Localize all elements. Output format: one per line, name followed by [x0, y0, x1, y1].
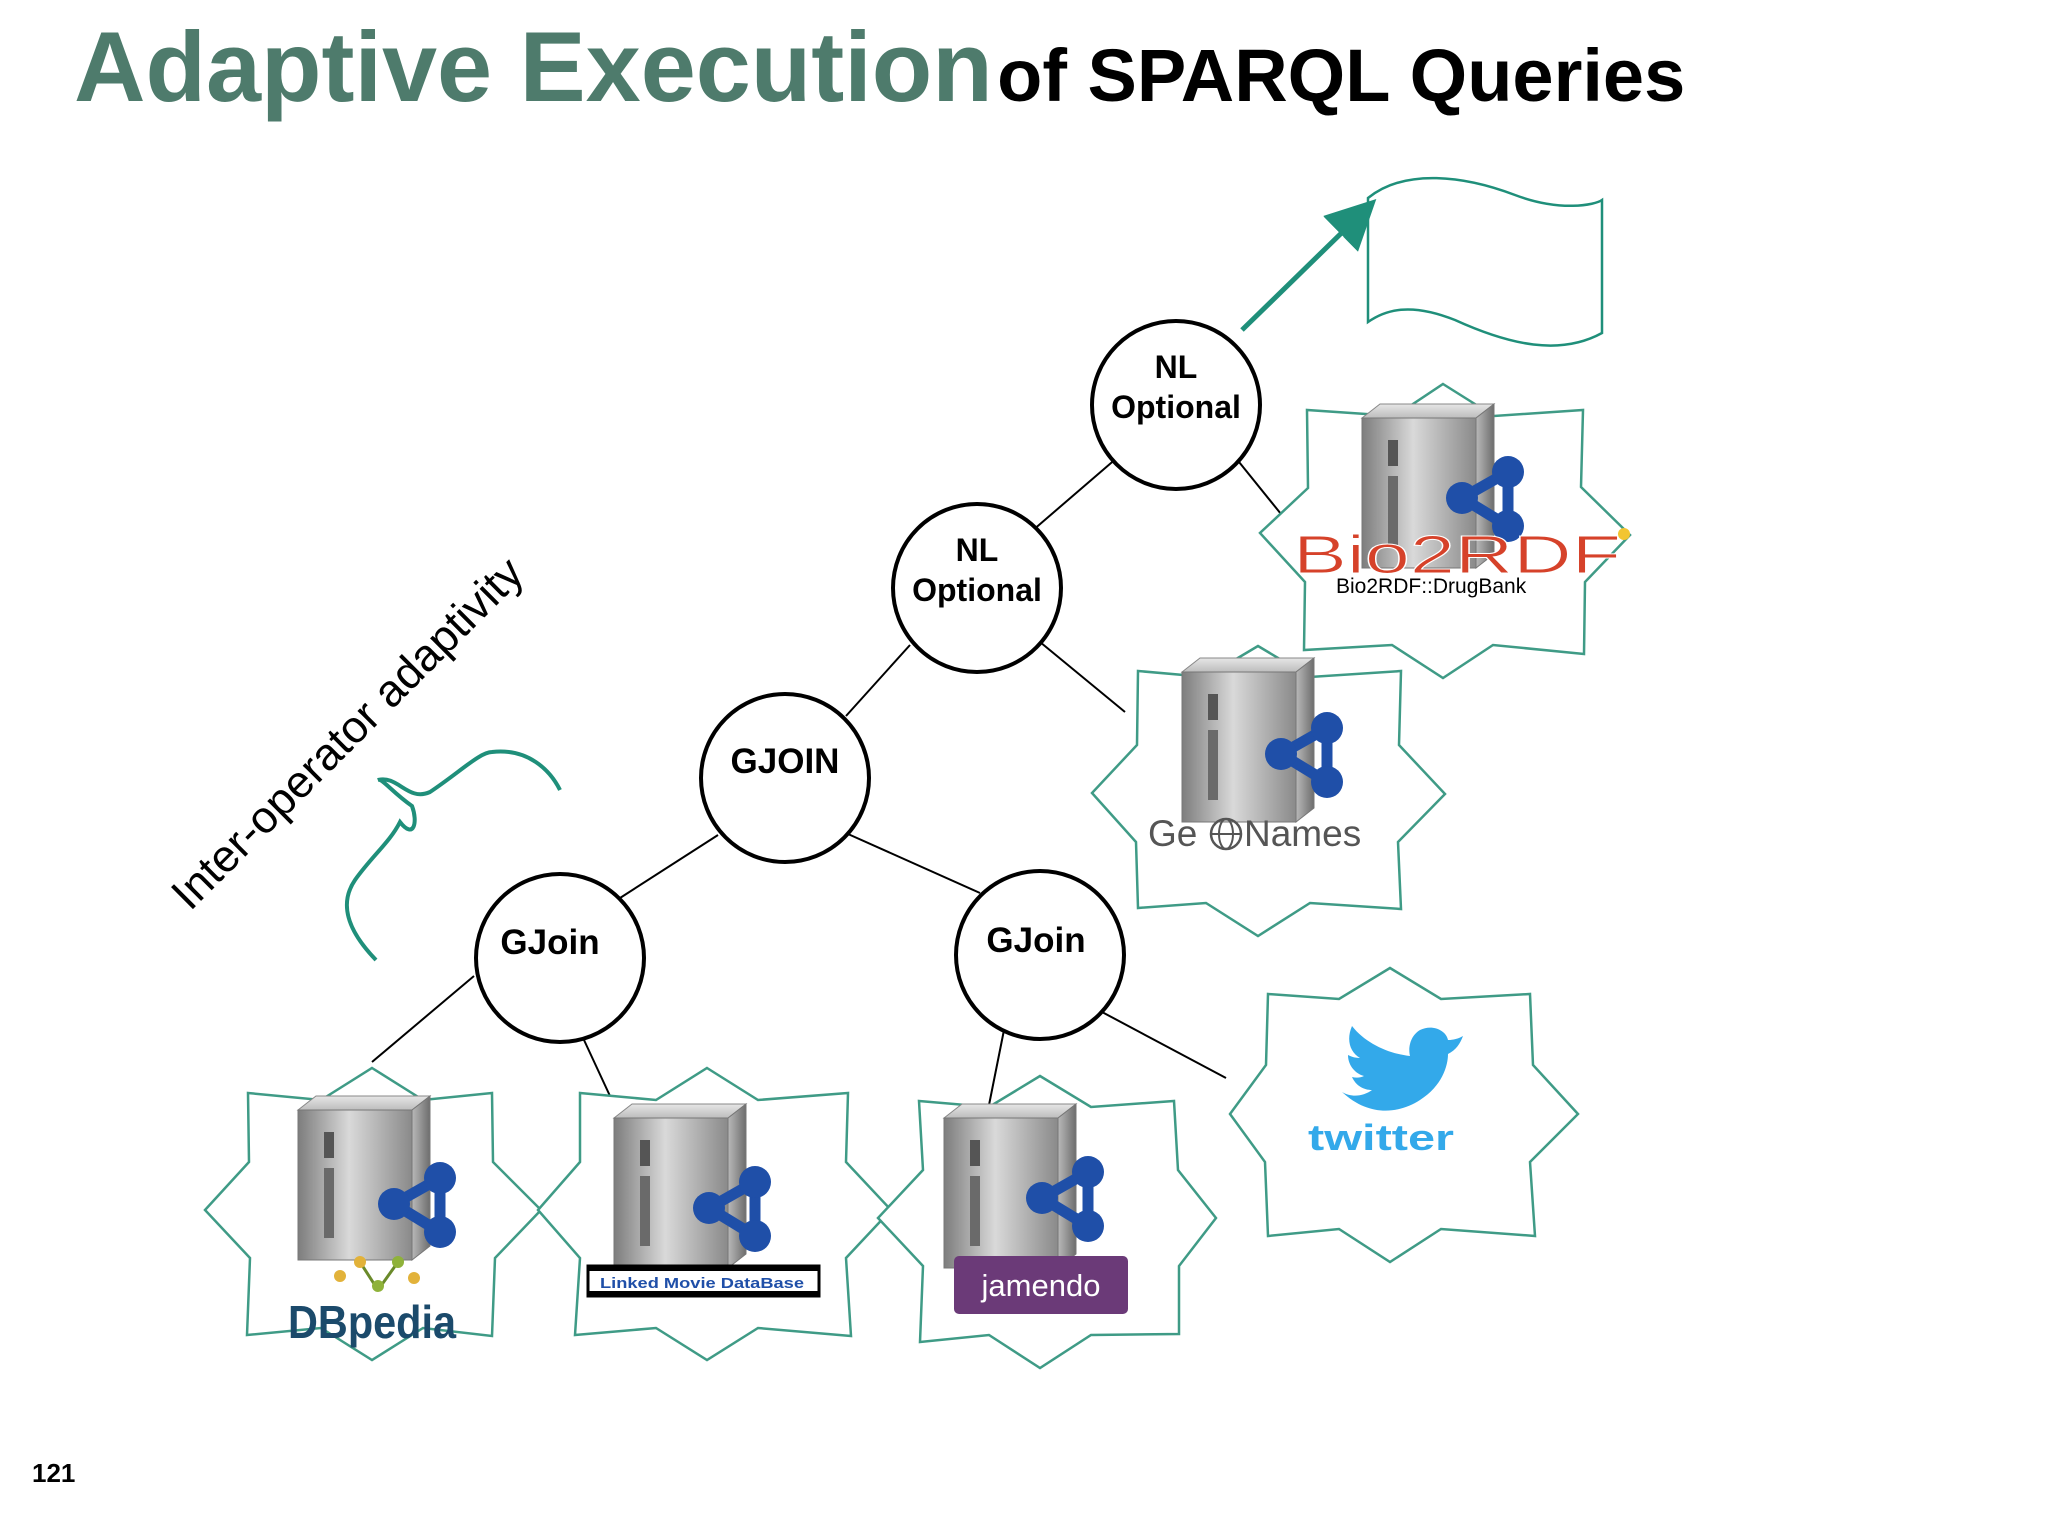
- result-flag: [1366, 176, 1604, 347]
- tree-edges: [371, 456, 1303, 1111]
- edge-nltop-nlmid: [1031, 456, 1119, 532]
- page-number: 121: [32, 1458, 76, 1488]
- twitter-logo: twitter: [1308, 1117, 1454, 1158]
- geonames-logo-right: Names: [1244, 813, 1361, 854]
- edge-nlmid-geonames: [1039, 641, 1126, 713]
- lmdb-logo: Linked Movie DataBase: [600, 1275, 804, 1292]
- source-lmdb[interactable]: Linked Movie DataBase: [536, 1066, 893, 1362]
- op-label-line1: NL: [1155, 349, 1198, 385]
- jamendo-logo-badge: [954, 1256, 1128, 1314]
- edge-left-lmdb: [583, 1039, 611, 1097]
- op-label: GJOIN: [731, 742, 840, 781]
- server-icon: [297, 1095, 431, 1261]
- geonames-logo-left: Ge: [1148, 813, 1197, 854]
- server-icon: [1181, 657, 1315, 823]
- twitter-bird-icon: [1342, 1026, 1463, 1111]
- op-gjoin-left[interactable]: GJoin: [474, 872, 646, 1044]
- edge-nlmid-gjoin: [845, 644, 911, 717]
- source-twitter[interactable]: twitter: [1228, 966, 1580, 1264]
- source-geonames[interactable]: Ge Names: [1090, 644, 1447, 938]
- op-nl-optional-mid[interactable]: NL Optional: [891, 502, 1063, 674]
- edge-right-twitter: [1101, 1011, 1227, 1079]
- bio2rdf-caption: Bio2RDF::DrugBank: [1336, 575, 1527, 598]
- title-accent: Adaptive Execution: [74, 11, 993, 122]
- edge-gjoin-right: [847, 833, 981, 894]
- globe-icon: [1209, 817, 1243, 851]
- annotation-text: Inter-operator adaptivity: [161, 547, 533, 919]
- dbpedia-logo: DBpedia: [288, 1296, 456, 1348]
- op-label: GJoin: [986, 921, 1085, 960]
- server-icon: [613, 1103, 747, 1269]
- source-jamendo[interactable]: jamendo: [876, 1074, 1218, 1370]
- jamendo-logo: jamendo: [981, 1268, 1101, 1303]
- edge-gjoin-left: [619, 834, 719, 899]
- edge-right-jamendo: [987, 1029, 1005, 1111]
- dbpedia-tree-icon: [334, 1256, 420, 1292]
- star-twitter: [1228, 966, 1580, 1264]
- title-rest: of SPARQL Queries: [997, 34, 1686, 117]
- bio2rdf-sparkle-icon: [1618, 528, 1630, 540]
- slide-title: Adaptive Execution of SPARQL Queries: [74, 10, 1685, 124]
- output-arrow: [1240, 199, 1377, 332]
- op-nl-optional-top[interactable]: NL Optional: [1090, 319, 1262, 491]
- op-gjoin-right[interactable]: GJoin: [954, 869, 1126, 1041]
- op-label-line2: Optional: [1111, 389, 1241, 425]
- bio2rdf-logo: Bio2RDF: [1293, 525, 1621, 585]
- op-label: GJoin: [500, 923, 599, 962]
- edge-left-dbpedia: [371, 975, 475, 1063]
- brace-icon: [344, 749, 562, 962]
- op-label-line1: NL: [956, 532, 999, 568]
- op-label-line2: Optional: [912, 572, 1042, 608]
- op-gjoin-root[interactable]: GJOIN: [699, 692, 871, 864]
- source-bio2rdf[interactable]: Bio2RDF Bio2RDF::DrugBank: [1258, 382, 1632, 680]
- source-dbpedia[interactable]: DBpedia: [203, 1066, 543, 1362]
